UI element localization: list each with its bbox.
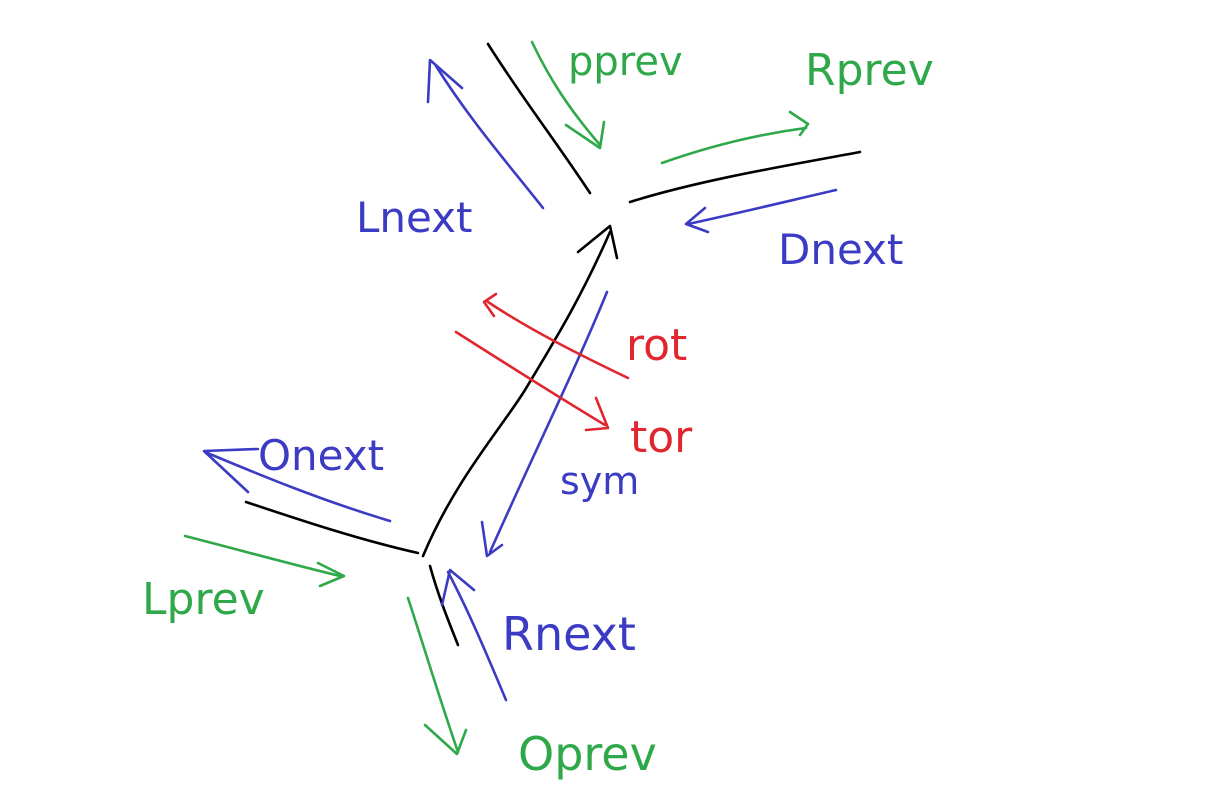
top-right-edge: [628, 150, 862, 204]
dprev-arrowhead: [564, 120, 606, 150]
labels: pprev Rprev Lnext Dnext rot tor sym Onex…: [142, 39, 934, 781]
dprev-arrow: [530, 40, 602, 147]
sym-arrowhead: [480, 520, 504, 558]
rnext-arrow: [446, 570, 508, 702]
next-arrows: [202, 58, 838, 702]
label-rot: rot: [626, 320, 687, 371]
label-tor: tor: [630, 412, 693, 463]
label-lprev: Lprev: [142, 574, 265, 625]
onext-arrowhead: [202, 447, 260, 494]
rprev-arrowhead: [788, 110, 810, 137]
lnext-arrow: [434, 64, 545, 210]
top-left-edge: [486, 42, 592, 195]
tor-arrowhead: [584, 396, 610, 432]
bottom-left-edge: [244, 500, 420, 555]
sym-arrow: [488, 290, 609, 554]
label-rnext: Rnext: [502, 607, 636, 661]
edge-lines: [244, 42, 862, 647]
label-rprev: Rprev: [805, 45, 934, 96]
lprev-arrow: [183, 534, 342, 578]
rprev-arrow: [660, 126, 808, 165]
lnext-arrowhead: [426, 58, 464, 104]
rot-arrows: [454, 292, 630, 432]
rot-arrowhead: [482, 292, 498, 318]
dnext-arrowhead: [684, 206, 710, 234]
prev-arrows: [183, 40, 810, 756]
bottom-edge: [428, 564, 460, 647]
label-sym: sym: [560, 459, 639, 503]
label-onext: Onext: [258, 431, 384, 480]
dnext-arrow: [686, 188, 838, 226]
rot-arrow: [486, 300, 630, 380]
label-lnext: Lnext: [356, 193, 472, 242]
tor-arrow: [454, 330, 607, 427]
main-edge-arrowhead: [576, 224, 619, 260]
oprev-arrowhead: [423, 723, 468, 756]
main-edge: [421, 230, 612, 558]
label-dnext: Dnext: [778, 225, 903, 274]
lprev-arrowhead: [316, 561, 346, 588]
label-oprev: Oprev: [518, 727, 657, 781]
rnext-arrowhead: [440, 568, 476, 607]
oprev-arrow: [406, 596, 460, 754]
onext-arrow: [203, 450, 392, 523]
label-dprev: pprev: [568, 39, 683, 85]
